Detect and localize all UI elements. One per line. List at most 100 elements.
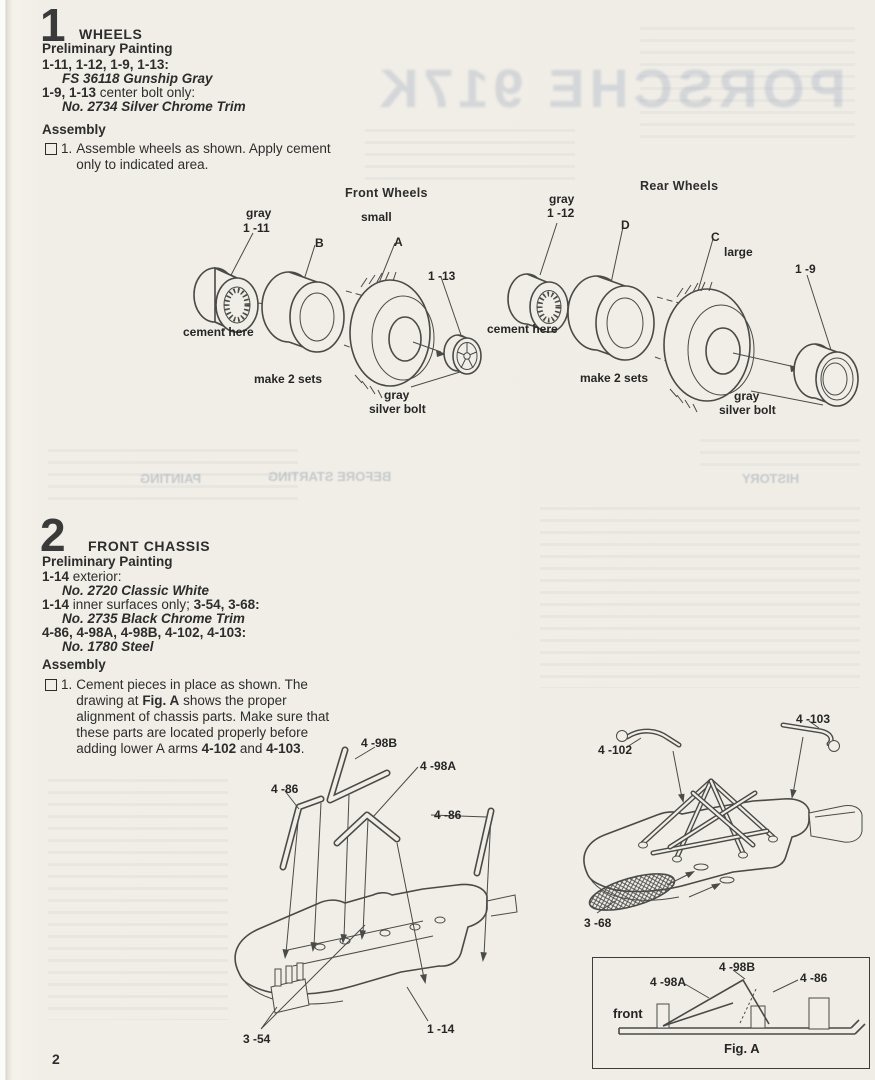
assembly-arrows <box>282 794 492 984</box>
bleedthrough-text-block <box>48 440 298 504</box>
bleedthrough-heading-before-starting: BEFORE STARTING <box>268 469 392 484</box>
part-A-tire <box>349 271 435 399</box>
step2-run-4-102: 4-102 <box>201 741 237 756</box>
bleedthrough-title: PORSCHE 917K <box>374 59 846 119</box>
part-4-103-arm <box>780 722 840 799</box>
bleedthrough-text-block <box>365 120 575 180</box>
front-tire-label: A <box>394 235 403 249</box>
front-hub-part-label: 1 -11 <box>243 221 270 235</box>
rear-hub-part-label: 1 -12 <box>547 206 575 220</box>
step2-step-number: 1. <box>61 677 73 692</box>
part-C-tire <box>663 281 755 413</box>
step1-number: 1 <box>40 0 66 51</box>
step2-run-4-103: 4-103 <box>266 741 301 756</box>
step1-assembly-heading: Assembly <box>42 122 106 137</box>
rear-wheels-diagram <box>507 222 859 413</box>
step2-run: and <box>236 741 267 756</box>
assembly-arrow <box>412 341 446 357</box>
bleedthrough-text-block <box>640 18 855 146</box>
left-chassis-4-98B-label: 4 -98B <box>361 736 398 750</box>
step1-paint-color-1: FS 36118 Gunship Gray <box>62 71 213 86</box>
step2-number: 2 <box>40 509 66 561</box>
checkbox-icon <box>45 143 57 155</box>
rear-hub-color-label: gray <box>549 192 575 206</box>
step1-painting-heading: Preliminary Painting <box>42 41 173 56</box>
tread-ticks <box>354 271 397 399</box>
front-wheels-size-label: small <box>361 210 392 224</box>
bleedthrough-text-block <box>48 770 228 1020</box>
left-chassis-1-14-label: 1 -14 <box>427 1022 455 1036</box>
rear-silver-bolt-label: silver bolt <box>719 403 776 417</box>
left-chassis-4-86-right-label: 4 -86 <box>434 808 462 822</box>
step1-paint-rest-2: center bolt only: <box>96 85 196 100</box>
tread-ticks <box>669 281 713 413</box>
step2-run: Cement pieces in place as shown. The dra… <box>76 677 308 708</box>
step2-paint-color-1: No. 2720 Classic White <box>62 583 210 598</box>
leader-lines <box>222 232 462 388</box>
page-number: 2 <box>52 1051 60 1067</box>
step2-run: . <box>300 741 305 756</box>
front-chassis-left-diagram <box>234 746 518 1030</box>
left-chassis-4-98A-label: 4 -98A <box>420 759 457 773</box>
right-chassis-4-102-label: 4 -102 <box>598 743 633 757</box>
front-bolt-part-label: 1 -13 <box>428 269 456 283</box>
fig-a-box: 4 -98B 4 -98A 4 -86 front Fig. A <box>592 957 870 1069</box>
part-1-11-hub <box>193 266 259 334</box>
part-1-13-wheel <box>443 334 482 375</box>
right-chassis-4-103-label: 4 -103 <box>796 712 831 726</box>
bleedthrough-text-block <box>700 430 860 470</box>
rear-bolt-color-label: gray <box>734 389 760 403</box>
front-bolt-color-label: gray <box>384 388 410 402</box>
front-cement-label: cement here <box>183 325 254 339</box>
step1-paint-color-2: No. 2734 Silver Chrome Trim <box>62 99 246 114</box>
figA-4-98A-label: 4 -98A <box>650 975 687 989</box>
part-4-102-arm <box>616 728 685 803</box>
part-B-rim <box>261 271 345 353</box>
front-ring-label: B <box>315 236 324 250</box>
step2-paint-color-2: No. 2735 Black Chrome Trim <box>62 611 245 626</box>
step2-paint-line-2: 1-14 inner surfaces only; 3-54, 3-68: <box>42 598 260 612</box>
step1-step-text: Assemble wheels as shown. Apply cement o… <box>76 141 331 172</box>
step2-paint-line-1: 1-14 exterior: <box>42 570 122 584</box>
left-chassis-4-86-left-label: 4 -86 <box>271 782 299 796</box>
step2-painting-heading: Preliminary Painting <box>42 554 173 569</box>
front-wheels-title: Front Wheels <box>345 186 428 200</box>
right-chassis-3-68-label: 3 -68 <box>584 916 612 930</box>
bleedthrough-heading-painting: PAINTING <box>140 471 202 486</box>
rear-ring-label: D <box>621 218 630 232</box>
step2-step-text: Cement pieces in place as shown. The dra… <box>76 677 344 757</box>
tubular-frame <box>638 778 778 863</box>
step2-paint-color-3: No. 1780 Steel <box>62 639 154 654</box>
rear-wheels-title: Rear Wheels <box>640 179 719 193</box>
front-make-sets-label: make 2 sets <box>254 372 323 386</box>
leader-lines <box>534 222 833 406</box>
front-chassis-right-diagram <box>583 720 863 914</box>
leader-lines <box>684 969 799 999</box>
step2-paint-parts-2b: 3-54, 3-68: <box>193 597 260 612</box>
rear-make-sets-label: make 2 sets <box>580 371 649 385</box>
step1-paint-line-2: 1-9, 1-13 center bolt only: <box>42 86 195 100</box>
left-chassis-3-54-label: 3 -54 <box>243 1032 271 1046</box>
step1-paint-parts-1: 1-11, 1-12, 1-9, 1-13: <box>42 57 169 72</box>
part-3-54-bracket <box>270 962 310 1014</box>
step2-paint-parts-3: 4-86, 4-98A, 4-98B, 4-102, 4-103: <box>42 625 247 640</box>
front-silver-bolt-label: silver bolt <box>369 402 426 416</box>
step1-step-number: 1. <box>61 141 73 156</box>
leader-lines <box>260 746 488 1030</box>
step2-assembly-step-1: 1. Cement pieces in place as shown. The … <box>45 677 355 757</box>
leader-line <box>596 900 616 914</box>
tube-parts <box>279 746 495 877</box>
part-3-68-grille <box>588 871 721 914</box>
figA-front-label: front <box>613 1006 643 1021</box>
bleedthrough-text-block <box>540 498 860 688</box>
fig-a-diagram <box>618 969 866 1035</box>
bleedthrough-heading-history: HISTORY <box>742 471 800 486</box>
part-D-rim <box>567 275 655 361</box>
step2-paint-parts-1: 1-14 <box>42 569 70 584</box>
rear-size-label: large <box>724 245 753 259</box>
step2-paint-parts-2: 1-14 <box>42 597 70 612</box>
figA-caption: Fig. A <box>724 1041 760 1056</box>
step1-assembly-step-1: 1. Assemble wheels as shown. Apply cemen… <box>45 141 345 173</box>
rear-tire-label: C <box>711 230 720 244</box>
